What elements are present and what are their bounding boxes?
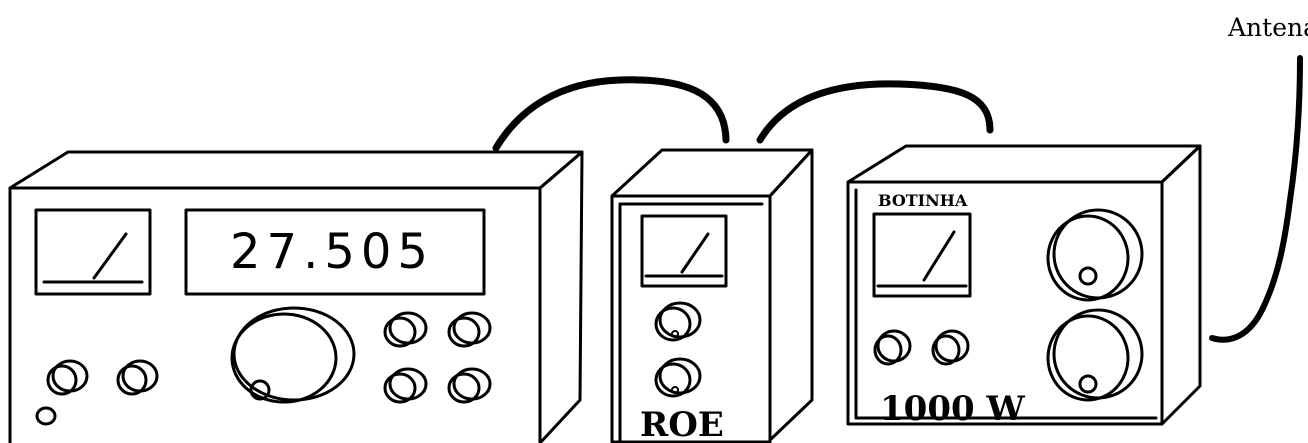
- cb-radio: 27.505: [10, 152, 582, 443]
- amplifier-tune-knob: [1048, 210, 1142, 300]
- amplifier-meter: [874, 214, 970, 296]
- radio-top-face: [10, 152, 582, 188]
- swr-knob: [656, 303, 700, 340]
- radio-small-knob: [48, 361, 87, 394]
- amplifier-top-face: [848, 146, 1200, 182]
- linear-amplifier: BOTINHA 1000 W: [848, 146, 1200, 429]
- radio-tuning-knob: [232, 308, 354, 402]
- swr-to-amplifier-cable: [760, 84, 990, 140]
- radio-small-knob: [449, 369, 490, 402]
- radio-small-knob: [385, 313, 426, 346]
- antenna-label: Antena: [1227, 13, 1308, 42]
- swr-needle-meter: [642, 216, 726, 286]
- antenna-cable: [1212, 58, 1300, 340]
- radio-small-knob: [385, 369, 426, 402]
- amplifier-small-knob: [875, 331, 910, 364]
- amplifier-side-face: [1162, 146, 1200, 424]
- amplifier-brand: BOTINHA: [878, 191, 968, 210]
- swr-label: ROE: [640, 405, 724, 443]
- frequency-readout: 27.505: [230, 224, 434, 280]
- radio-led: [37, 408, 55, 424]
- amplifier-power-label: 1000 W: [880, 389, 1025, 429]
- amplifier-load-knob: [1048, 310, 1142, 400]
- swr-knob: [656, 359, 700, 396]
- radio-side-face: [540, 152, 582, 443]
- radio-small-knob: [449, 313, 490, 346]
- swr-meter: ROE: [612, 150, 812, 443]
- amplifier-small-knob: [933, 331, 968, 364]
- radio-to-swr-cable: [496, 80, 726, 148]
- swr-side-face: [770, 150, 812, 440]
- radio-small-knob: [118, 361, 157, 394]
- swr-top-face: [612, 150, 812, 196]
- radio-signal-meter: [36, 210, 150, 294]
